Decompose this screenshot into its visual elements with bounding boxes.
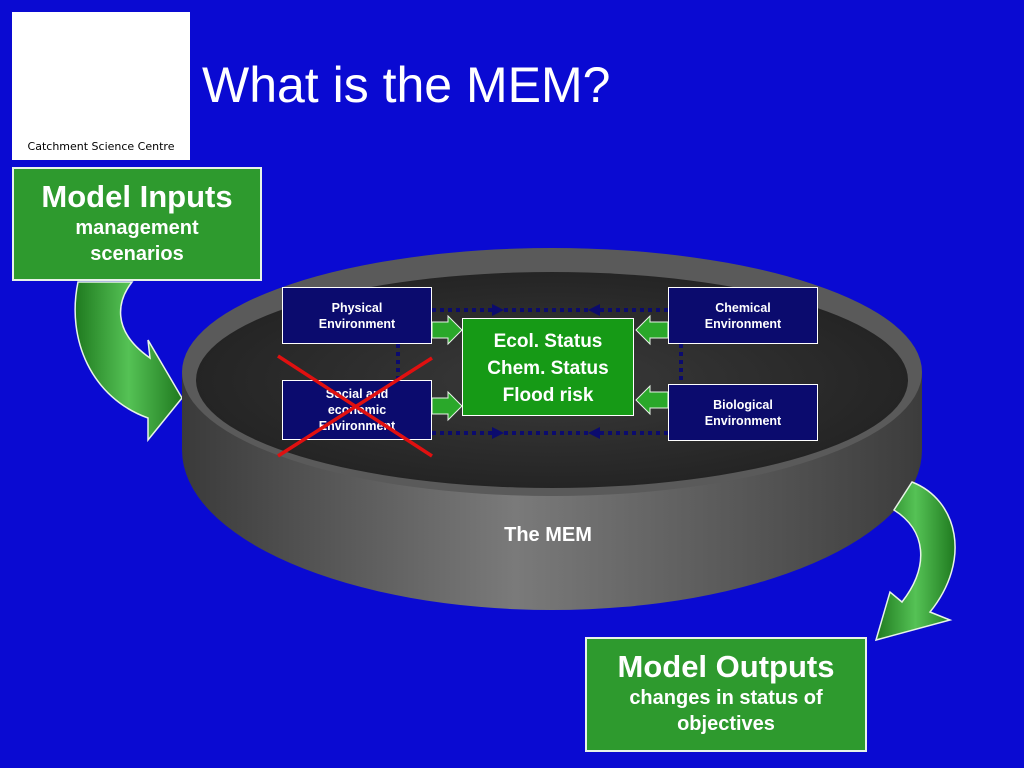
social-line2: economic	[327, 403, 387, 417]
social-line1: Social and	[325, 387, 389, 401]
chemical-line1: Chemical	[715, 300, 771, 315]
social-economic-environment-box: Social and economic Environment	[282, 380, 432, 440]
physical-environment-box: Physical Environment	[282, 287, 432, 344]
logo-text: Catchment Science Centre	[27, 140, 175, 153]
physical-line1: Physical	[331, 300, 383, 315]
page-title: What is the MEM?	[202, 57, 611, 113]
status-line2: Chem. Status	[487, 358, 609, 379]
biological-line2: Environment	[704, 413, 782, 428]
model-inputs-line2: scenarios	[90, 243, 184, 265]
flow-arrows	[431, 314, 669, 422]
output-arrow	[874, 481, 956, 642]
biological-environment-box: Biological Environment	[668, 384, 818, 441]
status-box: Ecol. Status Chem. Status Flood risk	[462, 318, 634, 416]
biological-line1: Biological	[713, 397, 773, 412]
model-outputs-line2: objectives	[677, 713, 775, 735]
model-outputs-box: Model Outputs changes in status of objec…	[585, 637, 867, 752]
model-inputs-title: Model Inputs	[41, 179, 233, 214]
model-inputs-line1: management	[75, 217, 199, 239]
model-outputs-line1: changes in status of	[629, 687, 823, 709]
logo: Catchment Science Centre	[12, 12, 190, 160]
connector-arrowheads	[492, 304, 600, 439]
model-inputs-box: Model Inputs management scenarios	[12, 167, 262, 281]
physical-line2: Environment	[318, 316, 396, 331]
chemical-environment-box: Chemical Environment	[668, 287, 818, 344]
model-outputs-title: Model Outputs	[617, 649, 835, 684]
input-arrow	[74, 281, 183, 443]
social-line3: Environment	[318, 419, 396, 433]
mem-label: The MEM	[504, 524, 592, 546]
status-line3: Flood risk	[502, 385, 594, 406]
chemical-line2: Environment	[704, 316, 782, 331]
status-line1: Ecol. Status	[493, 331, 603, 352]
